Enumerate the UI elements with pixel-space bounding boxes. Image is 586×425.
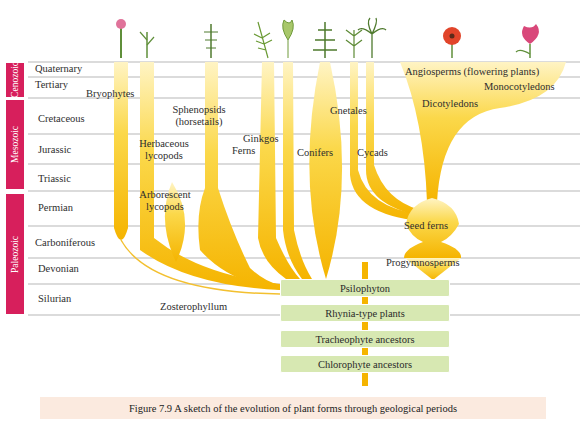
era-band: Cenozoic xyxy=(5,62,25,98)
horsetail-stem xyxy=(210,24,212,58)
plant-stem xyxy=(120,28,122,58)
taxon-label: Monocotyledons xyxy=(484,81,555,93)
taxon-label: Gnetales xyxy=(330,105,367,117)
period-line xyxy=(28,226,580,227)
plant-leaf xyxy=(140,32,147,40)
taxon-label: Arborescent lycopods xyxy=(126,189,204,213)
box-label: Tracheophyte ancestors xyxy=(315,334,414,345)
taxon-label: Ginkgos xyxy=(243,133,279,145)
lineage-shapes xyxy=(114,62,566,290)
box-label: Psilophyton xyxy=(340,283,390,294)
taxon-label: Progymnosperms xyxy=(386,257,460,269)
period-lines xyxy=(28,62,580,315)
taxon-label: Herbaceous lycopods xyxy=(128,138,200,162)
figure-caption: Figure 7.9 A sketch of the evolution of … xyxy=(40,397,546,419)
era-name: Paleozoic xyxy=(10,236,20,273)
zosterophyllum-line xyxy=(121,240,280,294)
ginkgo-branch xyxy=(283,62,312,279)
lineage-connector xyxy=(362,322,368,330)
taxon-label: Carboniferous xyxy=(35,237,95,249)
plant-icons xyxy=(116,18,539,58)
angiosperm-branch xyxy=(400,62,566,202)
plant-stem xyxy=(529,44,531,58)
gnetales-plant xyxy=(346,30,362,58)
lineage-connector xyxy=(362,348,368,355)
taxon-label: Devonian xyxy=(38,263,79,275)
ancestor-box: Tracheophyte ancestors xyxy=(280,330,450,348)
taxon-label: Ferns xyxy=(232,145,255,157)
taxon-label: Angiosperms (flowering plants) xyxy=(405,66,539,78)
period-line xyxy=(28,258,580,259)
taxon-label: Zosterophyllum xyxy=(160,301,227,313)
period-line xyxy=(28,191,580,192)
taxon-label: Conifers xyxy=(297,147,333,159)
seed-fern-branch xyxy=(404,198,461,258)
taxon-label: Triassic xyxy=(38,173,71,185)
box-label: Chlorophyte ancestors xyxy=(318,359,412,370)
ancestor-box: Chlorophyte ancestors xyxy=(280,355,450,373)
conifer-branch xyxy=(309,62,342,279)
poppy-flower xyxy=(443,27,461,45)
taxon-label: Jurassic xyxy=(38,144,71,156)
taxon-label: Cretaceous xyxy=(38,113,85,125)
conifer-tree xyxy=(313,22,337,58)
taxon-label: Seed ferns xyxy=(404,220,448,232)
era-band: Paleozoic xyxy=(5,193,25,315)
plant-flower xyxy=(116,19,126,29)
taxon-label: Permian xyxy=(38,202,73,214)
taxon-label: Sphenopsids (horsetails) xyxy=(158,104,240,128)
poppy-centre xyxy=(450,34,455,39)
ginkgo-leaf xyxy=(283,20,294,58)
taxon-label: Bryophytes xyxy=(86,88,134,100)
taxon-label: Quaternary xyxy=(35,63,82,75)
taxon-label: Dicotyledons xyxy=(422,98,478,110)
fern-frond xyxy=(254,22,272,58)
plant-leaf xyxy=(147,37,154,45)
period-line xyxy=(28,164,580,165)
monocot-flower xyxy=(522,24,539,44)
taxon-label: Silurian xyxy=(38,293,71,305)
herbaceous-lycopod-branch xyxy=(140,62,280,290)
taxon-label: Tertiary xyxy=(35,79,68,91)
era-name: Cenozoic xyxy=(10,62,20,98)
cycad-plant xyxy=(358,18,386,58)
period-line xyxy=(28,134,580,135)
ancestor-box: Rhynia-type plants xyxy=(280,304,450,322)
ancestor-box: Psilophyton xyxy=(280,279,450,297)
era-band: Mesozoic xyxy=(5,99,25,190)
plant-leaf xyxy=(516,50,530,54)
box-label: Rhynia-type plants xyxy=(325,308,405,319)
era-name: Mesozoic xyxy=(10,126,20,163)
taxon-label: Cycads xyxy=(357,147,388,159)
lineage-connector xyxy=(362,297,368,304)
horsetail-whorls xyxy=(204,32,218,48)
